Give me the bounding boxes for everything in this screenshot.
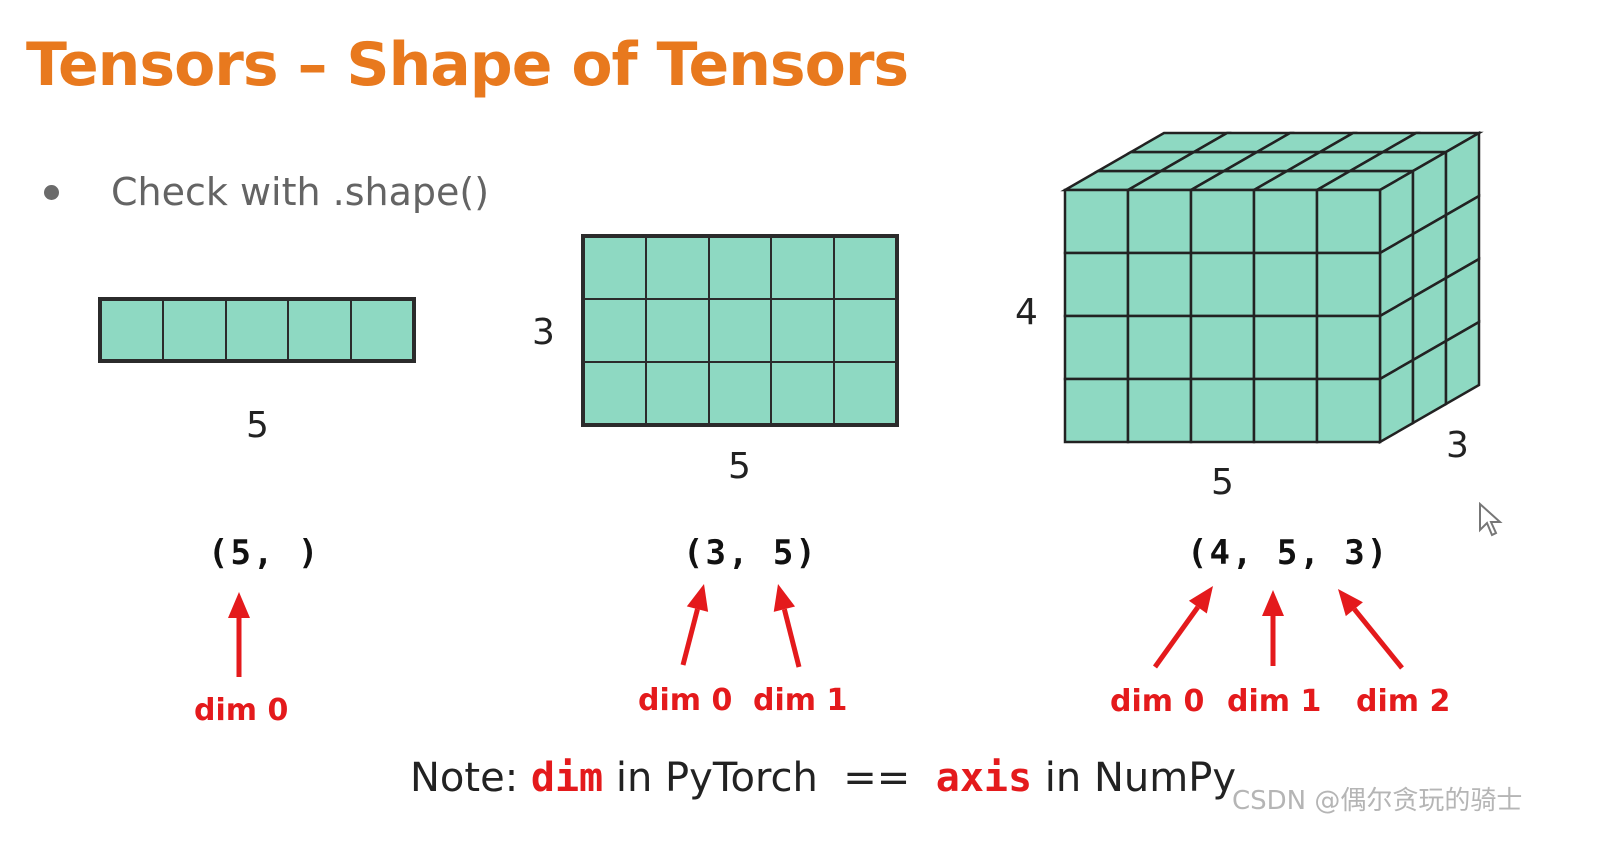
tensor-2d-dim0-label: dim 0 <box>638 683 733 718</box>
slide-title: Tensors – Shape of Tensors <box>26 30 909 100</box>
tensor-2d-cols-label: 5 <box>728 446 751 487</box>
cube-front-cell <box>1252 251 1319 318</box>
note-suffix: in NumPy <box>1032 755 1237 801</box>
cube-side-cell <box>1444 319 1481 407</box>
cube-front-cell <box>1063 251 1130 318</box>
cube-front-cell <box>1063 377 1130 444</box>
cube-front-cell <box>1189 314 1256 381</box>
tensor-3d-width-label: 5 <box>1211 462 1234 503</box>
tensor-3d-height-label: 4 <box>1015 292 1038 333</box>
cube-front-cell <box>1126 314 1193 381</box>
note-keyword-axis: axis <box>935 755 1033 801</box>
tensor-cell <box>225 300 289 360</box>
tensor-cell <box>708 237 772 300</box>
watermark: CSDN @偶尔贪玩的骑士 <box>1232 786 1523 816</box>
cube-front-cell <box>1189 188 1256 255</box>
cube-front-cell <box>1063 314 1130 381</box>
tensor-cell <box>771 237 834 300</box>
arrow-3d-dim2 <box>1338 589 1404 670</box>
tensor-1d-length-label: 5 <box>246 405 269 446</box>
bullet-text: Check with .shape() <box>111 170 490 214</box>
arrow-1d-dim0 <box>228 592 250 677</box>
cube-front-cell <box>1315 314 1382 381</box>
cube-front-cell <box>1315 251 1382 318</box>
cube-front-cell <box>1252 377 1319 444</box>
tensor-cell <box>584 361 647 424</box>
tensor-3d-dim0-label: dim 0 <box>1110 684 1205 719</box>
cube-front-cell <box>1252 314 1319 381</box>
tensor-cell <box>584 299 647 362</box>
tensor-cell <box>833 361 896 424</box>
tensor-cell <box>771 361 834 424</box>
tensor-cell <box>646 361 709 424</box>
tensor-cell <box>646 299 709 362</box>
tensor-cell <box>584 237 647 300</box>
cube-front-cell <box>1315 377 1382 444</box>
tensor-3d-dim2-label: dim 2 <box>1356 684 1451 719</box>
tensor-1d-grid <box>98 297 416 363</box>
tensor-cell <box>771 299 834 362</box>
bullet-dot-icon <box>44 184 59 200</box>
tensor-cell <box>350 300 413 360</box>
cube-front-cell <box>1315 188 1382 255</box>
cube-front-cell <box>1189 377 1256 444</box>
tensor-3d-dim1-label: dim 1 <box>1227 684 1322 719</box>
tensor-cell <box>833 237 896 300</box>
cube-front-cell <box>1189 251 1256 318</box>
note-middle: in PyTorch == <box>603 755 936 801</box>
note-keyword-dim: dim <box>530 755 604 801</box>
arrow-3d-dim0 <box>1152 586 1213 669</box>
tensor-1d-dim0-label: dim 0 <box>194 693 289 728</box>
cube-front-cell <box>1063 188 1130 255</box>
tensor-cell <box>288 300 351 360</box>
tensor-cell <box>708 299 772 362</box>
cube-front-cell <box>1252 188 1319 255</box>
cube-front-cell <box>1126 188 1193 255</box>
tensor-2d-dim1-label: dim 1 <box>753 683 848 718</box>
note-prefix: Note: <box>410 755 531 801</box>
tensor-cell <box>646 237 709 300</box>
tensor-3d-shape: (4, 5, 3) <box>1187 533 1390 573</box>
arrow-2d-dim1 <box>773 584 802 668</box>
tensor-1d-shape: (5, ) <box>208 533 321 573</box>
bullet-item: Check with .shape() <box>44 170 489 214</box>
cube-front-cell <box>1126 251 1193 318</box>
cube-front-cell <box>1126 377 1193 444</box>
mouse-cursor-icon <box>1479 502 1503 537</box>
tensor-cell <box>833 299 896 362</box>
note-line: Note: dim in PyTorch == axis in NumPy <box>410 755 1236 801</box>
tensor-2d-grid <box>581 234 899 427</box>
tensor-cell <box>163 300 226 360</box>
tensor-2d-rows-label: 3 <box>532 312 555 353</box>
tensor-2d-shape: (3, 5) <box>683 533 818 573</box>
arrow-3d-dim1 <box>1262 590 1284 666</box>
tensor-cell <box>101 300 164 360</box>
tensor-3d-depth-label: 3 <box>1446 425 1469 466</box>
arrow-2d-dim0 <box>680 584 709 666</box>
tensor-cell <box>708 361 772 424</box>
